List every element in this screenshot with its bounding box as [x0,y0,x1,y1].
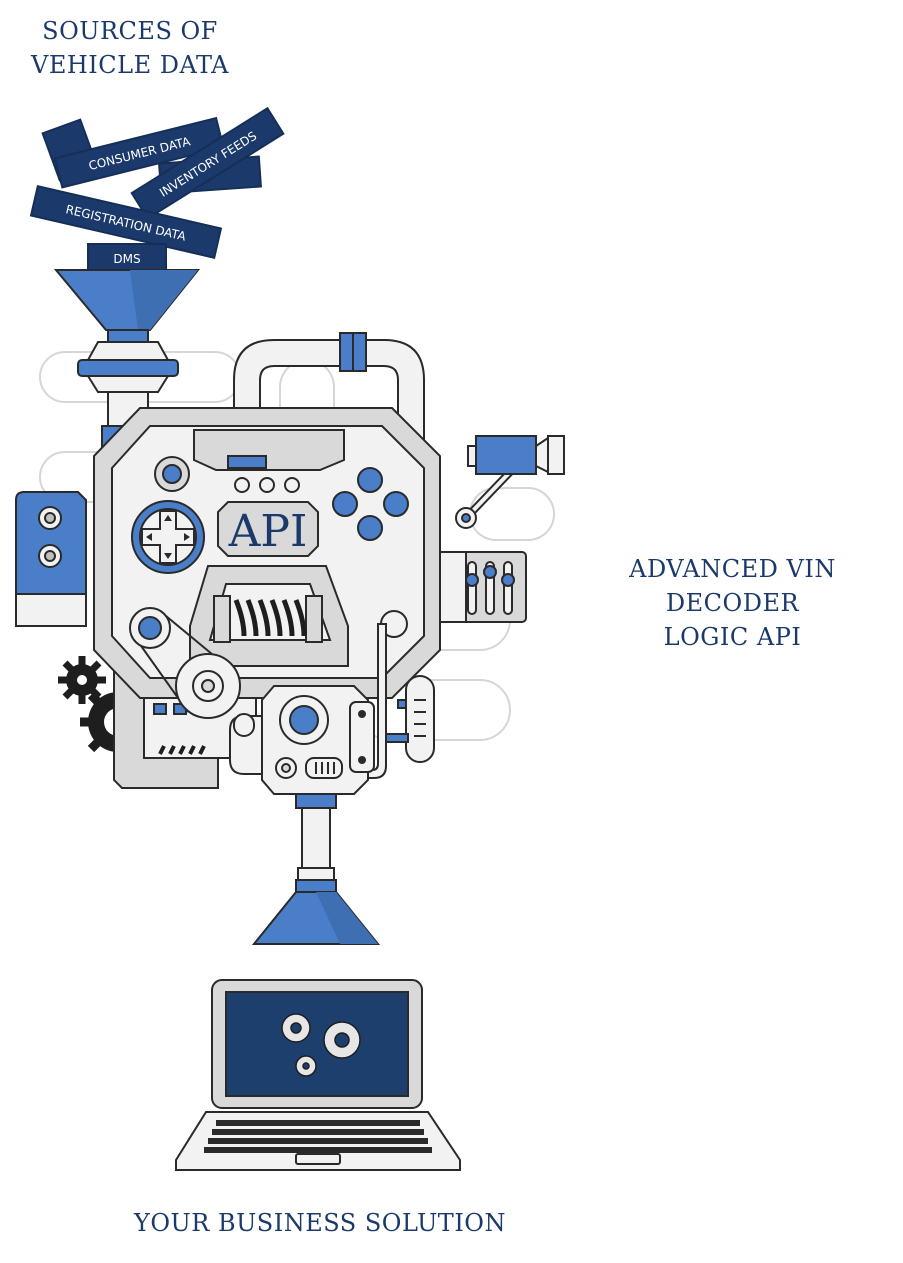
source-data-tags: CONSUMER DATA INVENTORY FEEDS REGISTRATI… [29,106,285,271]
business-caption: YOUR BUSINESS SOLUTION [134,1209,506,1237]
right-pipe [365,610,435,779]
indicator-lights [234,477,300,493]
api-caption-line1: ADVANCED VIN DECODER [629,555,836,617]
api-label: API [228,506,308,557]
slider-panel [429,551,527,623]
tag-dms-label: DMS [113,252,140,266]
keyboard [204,1120,432,1153]
action-buttons [332,467,409,541]
engine-block [229,685,375,795]
screen-gears-icon [281,1013,361,1077]
api-caption: ADVANCED VIN DECODER LOGIC API [570,552,895,654]
spring-compartment [189,565,349,667]
api-plate: API [217,501,319,557]
api-caption-line2: LOGIC API [663,623,802,651]
gear-icon [58,656,106,704]
sources-caption: SOURCES OF VEHICLE DATA [20,14,240,82]
left-control-box [15,491,87,627]
round-button-icon [154,456,190,492]
dpad-icon [131,500,205,574]
main-body [93,407,441,699]
pulley-icon [129,607,241,719]
tag-dms: DMS [87,243,167,271]
laptop-icon [175,979,461,1171]
sources-caption-line2: VEHICLE DATA [31,51,229,79]
sources-caption-line1: SOURCES OF [42,17,218,45]
camera-arm [455,435,565,529]
output-funnel [251,793,381,945]
